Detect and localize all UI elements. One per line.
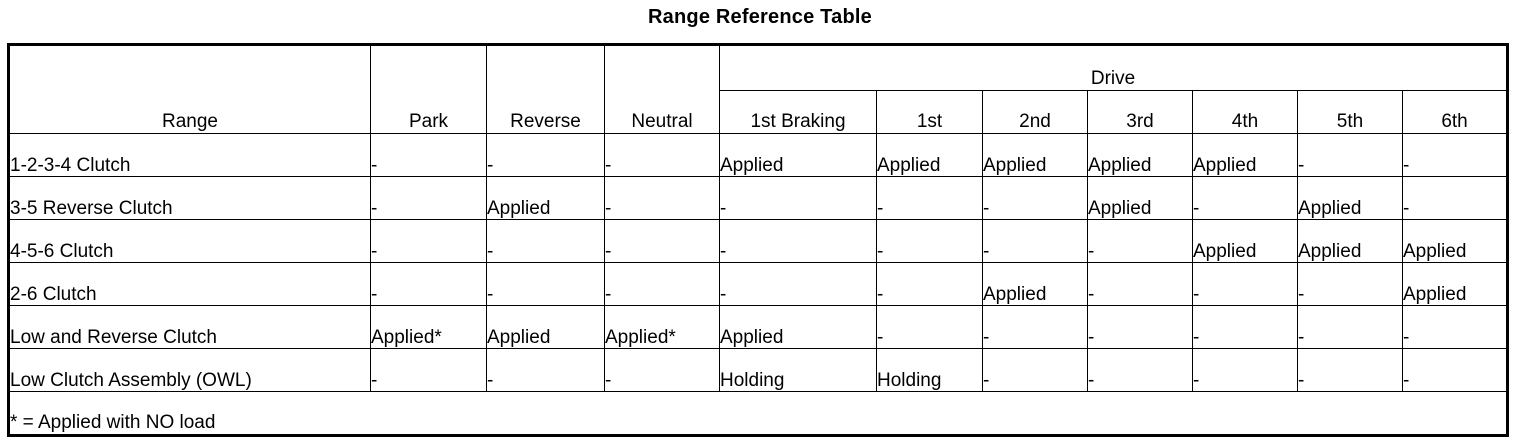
table-row: 4-5-6 Clutch - - - - - - - Applied Appli… — [8, 219, 1509, 263]
cell-drive-5th: Applied — [1297, 176, 1403, 220]
cell-neutral: Applied* — [604, 305, 720, 349]
column-header-3rd: 3rd — [1087, 90, 1193, 134]
row-label: Low Clutch Assembly (OWL) — [8, 348, 371, 392]
column-group-header-drive: Drive — [718, 44, 1509, 91]
cell-drive-3rd: Applied — [1087, 176, 1193, 220]
cell-drive-5th: Applied — [1297, 219, 1403, 263]
cell-reverse: Applied — [486, 305, 605, 349]
cell-drive-3rd: Applied — [1087, 133, 1193, 177]
cell-park: - — [370, 348, 487, 392]
cell-drive-5th: - — [1297, 348, 1403, 392]
cell-park: - — [370, 262, 487, 306]
cell-drive-1st-braking: Applied — [719, 305, 877, 349]
table-header: Range Park Reverse Neutral Drive 1st Bra… — [8, 44, 1509, 134]
cell-drive-4th: - — [1192, 348, 1298, 392]
cell-reverse: - — [486, 133, 605, 177]
column-header-2nd: 2nd — [982, 90, 1088, 134]
cell-drive-6th: - — [1401, 305, 1509, 349]
header-row-top: Range Park Reverse Neutral Drive — [8, 44, 1509, 134]
cell-drive-4th: Applied — [1192, 133, 1298, 177]
cell-drive-5th: - — [1297, 133, 1403, 177]
column-header-1st: 1st — [876, 90, 983, 134]
cell-park: - — [370, 133, 487, 177]
row-label: 2-6 Clutch — [8, 262, 371, 306]
table-row: 2-6 Clutch - - - - - Applied - - - Appli… — [8, 262, 1509, 306]
cell-neutral: - — [604, 219, 720, 263]
cell-drive-3rd: - — [1087, 219, 1193, 263]
cell-drive-1st-braking: - — [719, 176, 877, 220]
header-row-drive-subheaders: 1st Braking 1st 2nd 3rd 4th 5th 6th — [9, 90, 1509, 134]
cell-drive-4th: Applied — [1192, 219, 1298, 263]
cell-drive-1st-braking: Applied — [719, 133, 877, 177]
cell-drive-1st: Holding — [876, 348, 983, 392]
cell-reverse: - — [486, 219, 605, 263]
table-row: Low Clutch Assembly (OWL) - - - Holding … — [8, 348, 1509, 392]
cell-drive-3rd: - — [1087, 305, 1193, 349]
column-header-5th: 5th — [1297, 90, 1403, 134]
cell-drive-4th: - — [1192, 176, 1298, 220]
cell-drive-6th: Applied — [1401, 262, 1509, 306]
cell-drive-1st: - — [876, 262, 983, 306]
cell-drive-6th: - — [1401, 348, 1509, 392]
column-header-6th: 6th — [1401, 90, 1509, 134]
cell-drive-1st-braking: - — [719, 262, 877, 306]
cell-drive-1st: - — [876, 305, 983, 349]
cell-drive-4th: - — [1192, 262, 1298, 306]
cell-park: - — [370, 219, 487, 263]
cell-neutral: - — [604, 176, 720, 220]
column-header-1st-braking: 1st Braking — [719, 90, 877, 134]
column-header-park: Park — [370, 44, 487, 134]
range-reference-table-wrapper: Range Park Reverse Neutral Drive 1st Bra… — [7, 43, 1510, 437]
row-label: 3-5 Reverse Clutch — [8, 176, 371, 220]
row-label: Low and Reverse Clutch — [8, 305, 371, 349]
cell-drive-1st: - — [876, 176, 983, 220]
cell-reverse: - — [486, 348, 605, 392]
cell-drive-1st-braking: - — [719, 219, 877, 263]
range-reference-table: Range Park Reverse Neutral Drive 1st Bra… — [7, 43, 1510, 437]
table-row: Low and Reverse Clutch Applied* Applied … — [8, 305, 1509, 349]
cell-drive-5th: - — [1297, 262, 1403, 306]
cell-drive-5th: - — [1297, 305, 1403, 349]
cell-drive-2nd: - — [982, 305, 1088, 349]
cell-drive-3rd: - — [1087, 262, 1193, 306]
cell-drive-2nd: - — [982, 219, 1088, 263]
cell-drive-6th: - — [1401, 176, 1509, 220]
cell-reverse: - — [486, 262, 605, 306]
row-label: 1-2-3-4 Clutch — [8, 133, 371, 177]
column-header-range: Range — [8, 44, 371, 134]
table-body: 1-2-3-4 Clutch - - - Applied Applied App… — [7, 133, 1509, 436]
cell-drive-1st-braking: Holding — [719, 348, 877, 392]
cell-drive-2nd: - — [982, 348, 1088, 392]
row-label: 4-5-6 Clutch — [8, 219, 371, 263]
table-row: 3-5 Reverse Clutch - Applied - - - - App… — [8, 176, 1509, 220]
cell-neutral: - — [604, 133, 720, 177]
cell-drive-2nd: - — [982, 176, 1088, 220]
column-header-4th: 4th — [1192, 90, 1298, 134]
cell-neutral: - — [604, 348, 720, 392]
page-title: Range Reference Table — [648, 6, 872, 28]
column-header-neutral: Neutral — [604, 44, 720, 134]
cell-drive-3rd: - — [1087, 348, 1193, 392]
cell-drive-1st: Applied — [876, 133, 983, 177]
column-header-reverse: Reverse — [486, 44, 605, 134]
cell-reverse: Applied — [486, 176, 605, 220]
cell-park: Applied* — [370, 305, 487, 349]
cell-drive-6th: - — [1401, 133, 1509, 177]
cell-park: - — [370, 176, 487, 220]
cell-drive-2nd: Applied — [982, 133, 1088, 177]
cell-drive-6th: Applied — [1401, 219, 1509, 263]
cell-drive-4th: - — [1192, 305, 1298, 349]
cell-neutral: - — [604, 262, 720, 306]
table-footnote-row: * = Applied with NO load — [7, 391, 1509, 436]
cell-drive-2nd: Applied — [982, 262, 1088, 306]
table-row: 1-2-3-4 Clutch - - - Applied Applied App… — [8, 133, 1509, 177]
cell-drive-1st: - — [876, 219, 983, 263]
footnote-text: * = Applied with NO load — [7, 391, 1509, 436]
